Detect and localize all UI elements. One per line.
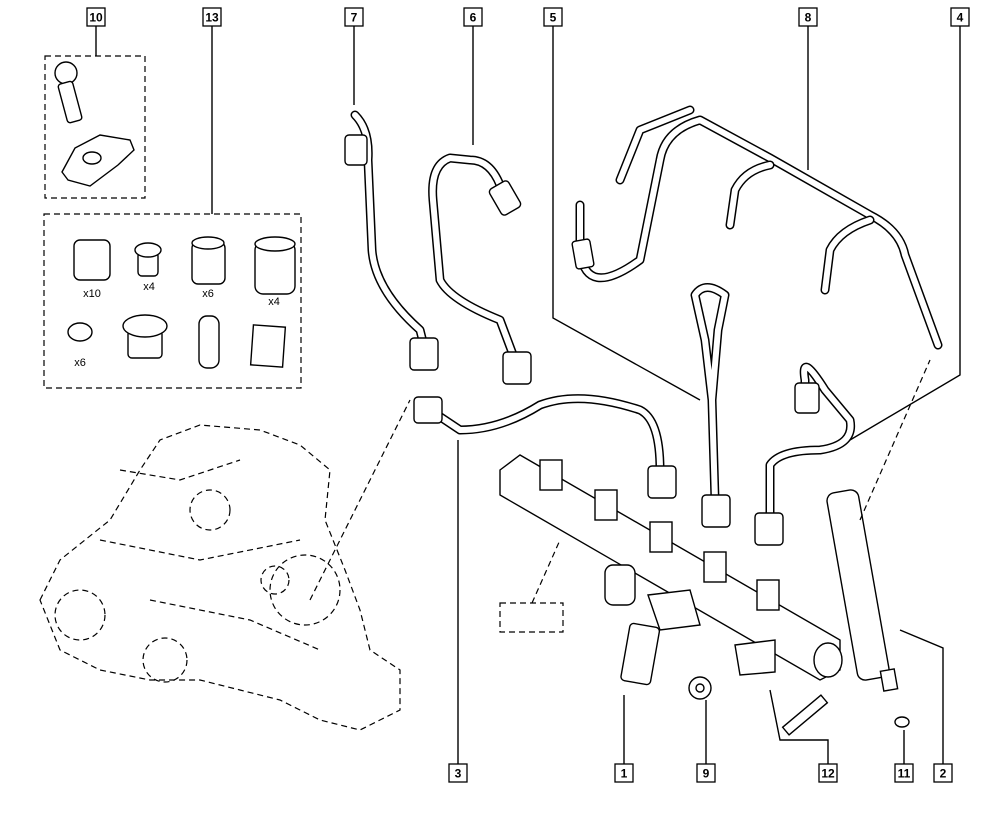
callout-box — [798, 7, 818, 27]
pipe-nut — [413, 396, 443, 424]
injector-body — [826, 489, 890, 681]
pipe-nut — [701, 494, 731, 528]
quantity-label: x6 — [202, 288, 214, 300]
kit-item-notice — [249, 324, 287, 368]
pipe-nut — [502, 351, 532, 385]
kit-10-frame — [44, 55, 146, 199]
rail-port-1 — [539, 459, 563, 491]
callout-1: 1 — [614, 763, 634, 783]
fuel-pipes — [344, 105, 943, 546]
callout-box — [696, 763, 716, 783]
seal-kit-group — [43, 213, 302, 389]
callout-number: 4 — [957, 11, 964, 25]
pipe-nut — [794, 382, 820, 414]
kit-item-cap-top — [254, 236, 296, 252]
callout-3: 3 — [448, 763, 468, 783]
callout-box — [344, 7, 364, 27]
rail-port-2 — [594, 489, 618, 521]
callout-number: 3 — [455, 767, 462, 781]
callout-number: 6 — [470, 11, 477, 25]
callouts-top: 10 13 7 6 5 8 4 — [86, 7, 970, 27]
callout-number: 2 — [940, 767, 947, 781]
injector-washer — [894, 716, 910, 728]
callout-11: 11 — [894, 763, 914, 783]
pipe-nut — [754, 512, 784, 546]
callout-4: 4 — [950, 7, 970, 27]
callout-box — [818, 763, 838, 783]
callout-8: 8 — [798, 7, 818, 27]
callout-13: 13 — [202, 7, 222, 27]
quantity-label: x6 — [74, 357, 86, 369]
callout-6: 6 — [463, 7, 483, 27]
callout-box — [202, 7, 222, 27]
pipe-nut — [571, 238, 595, 270]
callout-9: 9 — [696, 763, 716, 783]
injector — [826, 489, 910, 728]
quantity-label: x4 — [268, 296, 280, 308]
callout-box — [86, 7, 106, 27]
reference-leader — [531, 539, 561, 604]
callout-number: 10 — [89, 11, 103, 25]
pipe-nut — [488, 180, 522, 216]
callout-number: 5 — [550, 11, 557, 25]
kit-item-bush-top — [134, 242, 162, 258]
bolt-shank — [57, 80, 83, 124]
callout-box — [463, 7, 483, 27]
rail-port-3 — [649, 521, 673, 553]
leader-lines — [95, 26, 961, 764]
callout-number: 11 — [898, 767, 911, 781]
kit-quantity-labels: x10 x4 x6 x4 x6 — [74, 281, 280, 369]
callout-12: 12 — [818, 763, 838, 783]
callout-7: 7 — [344, 7, 364, 27]
callout-box — [614, 763, 634, 783]
rail-lug — [734, 639, 776, 676]
callout-box — [894, 763, 914, 783]
pressure-sensor — [620, 622, 661, 686]
kit-item-seal-top — [122, 314, 168, 338]
fuel-rail — [499, 454, 843, 686]
rail-bracket — [604, 564, 636, 606]
rail-end — [813, 642, 843, 678]
clamp-kit-group — [44, 55, 146, 199]
empty-reference-box — [499, 602, 564, 633]
kit-item-washer — [67, 322, 93, 342]
rail-port-5 — [756, 579, 780, 611]
stud-12 — [781, 694, 829, 736]
bolt-head — [54, 61, 78, 85]
callout-box — [933, 763, 953, 783]
callouts-bottom: 3 1 9 12 11 2 — [448, 763, 953, 783]
callout-number: 12 — [821, 767, 835, 781]
kit-13-frame — [43, 213, 302, 389]
sensor-mount — [647, 589, 701, 631]
callout-5: 5 — [543, 7, 563, 27]
engine-outline — [39, 424, 401, 731]
injector-tip — [879, 668, 899, 692]
kit-item-clip — [73, 239, 111, 281]
callout-box — [950, 7, 970, 27]
callout-number: 9 — [703, 767, 710, 781]
callout-2: 2 — [933, 763, 953, 783]
callout-box — [448, 763, 468, 783]
pipe-nut — [409, 337, 439, 371]
callout-number: 8 — [805, 11, 812, 25]
clamp-hole — [82, 151, 102, 165]
rail-port-4 — [703, 551, 727, 583]
callout-10: 10 — [86, 7, 106, 27]
quantity-label: x4 — [143, 281, 155, 293]
quantity-label: x10 — [83, 288, 101, 300]
pipe-nut — [647, 465, 677, 499]
callout-number: 13 — [205, 11, 219, 25]
callout-box — [543, 7, 563, 27]
kit-item-sleeve-top — [191, 236, 225, 250]
callout-number: 1 — [621, 767, 628, 781]
kit-item-pin — [198, 315, 220, 369]
pipe-nut — [344, 134, 368, 166]
fasteners — [688, 676, 829, 736]
callout-number: 7 — [351, 11, 358, 25]
